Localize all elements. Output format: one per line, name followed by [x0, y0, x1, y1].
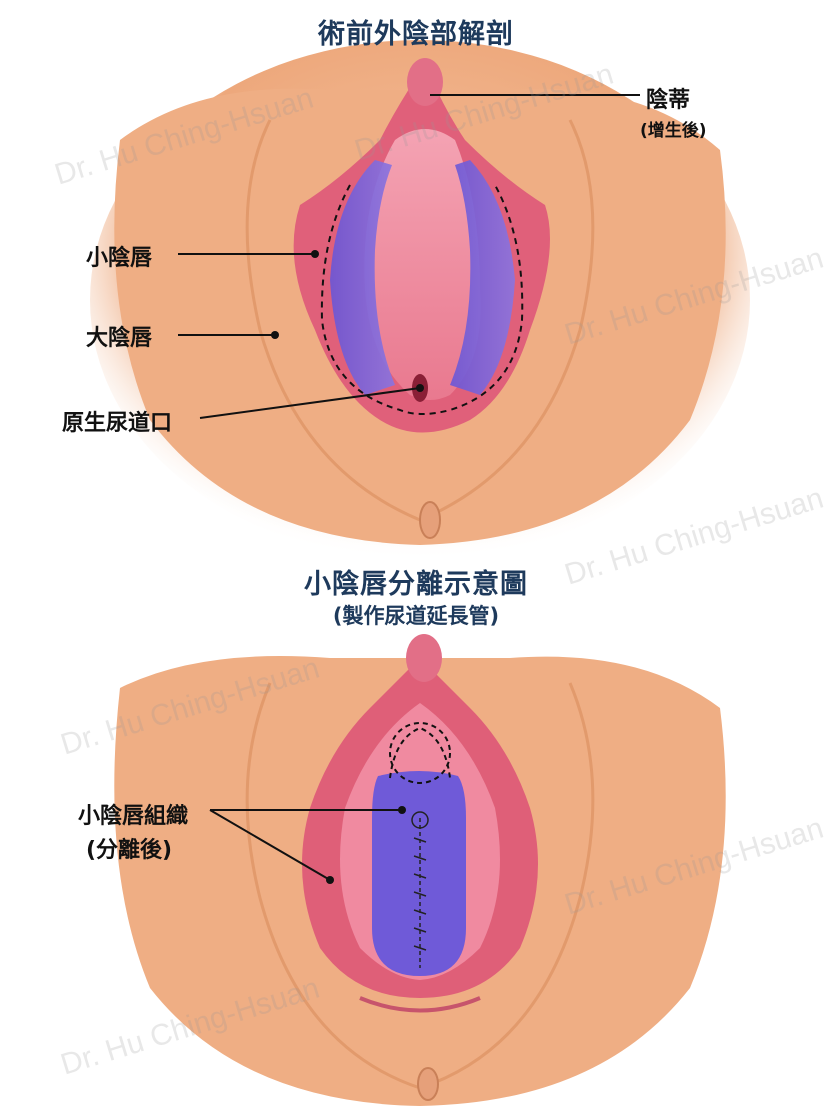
- clitoris-label: 陰蒂: [646, 88, 691, 113]
- pre-op-illustration: [90, 40, 750, 560]
- tissue-note: (分離後): [86, 838, 173, 863]
- bottom-subtitle: (製作尿道延長管): [332, 604, 500, 628]
- labia-majora-label: 大陰唇: [86, 326, 153, 351]
- top-title: 術前外陰部解剖: [318, 19, 514, 50]
- separation-illustration: [114, 634, 726, 1106]
- urethral-opening-label: 原生尿道口: [62, 411, 173, 436]
- bottom-title: 小陰唇分離示意圖: [304, 569, 528, 600]
- clitoris-note: (增生後): [640, 121, 707, 141]
- tissue-label: 小陰唇組織: [78, 804, 189, 829]
- labia-minora-label: 小陰唇: [86, 246, 153, 271]
